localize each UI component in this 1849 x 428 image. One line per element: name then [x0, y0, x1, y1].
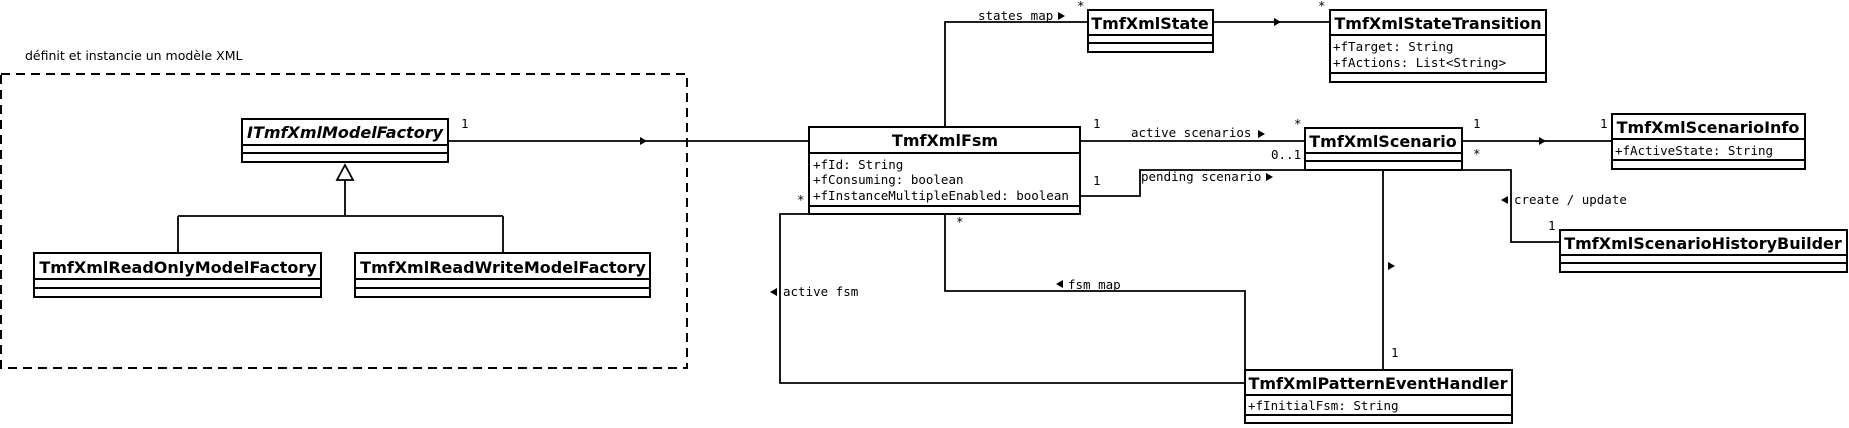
class-name: TmfXmlStateTransition	[1334, 14, 1541, 33]
direction-arrow-icon	[640, 137, 647, 145]
edge-active-fsm: active fsm *	[770, 192, 1245, 384]
direction-arrow-icon	[1058, 12, 1065, 20]
class-tmfxmlscenario[interactable]: TmfXmlScenario	[1304, 127, 1463, 171]
class-tmfxmlreadwritemodelfactory[interactable]: TmfXmlReadWriteModelFactory	[354, 252, 651, 298]
edge-fsm-map: fsm map *	[944, 214, 1246, 370]
attribute: +fInitialFsm: String	[1248, 398, 1399, 413]
edge-create-update: create / update * 1	[1462, 146, 1627, 243]
class-name: TmfXmlReadOnlyModelFactory	[39, 258, 317, 277]
direction-arrow-icon	[1274, 18, 1281, 26]
edge-label: create / update	[1514, 192, 1627, 207]
class-tmfxmlscenariohistorybuilder[interactable]: TmfXmlScenarioHistoryBuilder	[1559, 229, 1848, 273]
edge-states-map: states map *	[944, 0, 1088, 127]
multiplicity-label: *	[797, 192, 805, 207]
multiplicity-label: *	[1318, 0, 1326, 13]
direction-arrow-icon	[1056, 280, 1063, 288]
attribute: +fId: String	[813, 157, 903, 172]
multiplicity-label: *	[1077, 0, 1085, 13]
multiplicity-label: 0..1	[1271, 147, 1301, 162]
multiplicity-label: 1	[1548, 218, 1556, 233]
class-tmfxmlfsm[interactable]: TmfXmlFsm +fId: String +fConsuming: bool…	[808, 126, 1081, 215]
direction-arrow-icon	[1539, 137, 1546, 145]
edge-pending-scenario: pending scenario 1 0..1	[1080, 147, 1305, 197]
attribute: +fConsuming: boolean	[813, 172, 964, 187]
edge-label: active fsm	[783, 284, 858, 299]
direction-arrow-icon	[1501, 196, 1508, 204]
edge-label: fsm map	[1068, 277, 1121, 292]
edge-handler-scenario: 1	[1382, 170, 1399, 370]
direction-arrow-icon	[1258, 130, 1265, 138]
class-name: TmfXmlState	[1091, 14, 1209, 33]
multiplicity-label: *	[1473, 146, 1481, 161]
multiplicity-label: *	[1294, 116, 1302, 131]
multiplicity-label: 1	[461, 116, 469, 131]
attribute: +fInstanceMultipleEnabled: boolean	[813, 188, 1069, 203]
multiplicity-label: *	[956, 214, 964, 229]
package-label: définit et instancie un modèle XML	[25, 48, 242, 63]
attribute: +fActiveState: String	[1615, 143, 1773, 158]
class-tmfxmlstatetransition[interactable]: TmfXmlStateTransition +fTarget: String +…	[1329, 9, 1547, 83]
class-tmfxmlscenarioinfo[interactable]: TmfXmlScenarioInfo +fActiveState: String	[1611, 113, 1806, 170]
class-name: TmfXmlPatternEventHandler	[1248, 374, 1507, 393]
inheritance-triangle-icon	[335, 163, 355, 181]
direction-arrow-icon	[770, 288, 777, 296]
direction-arrow-icon	[1266, 173, 1273, 181]
class-itmfxmlmodelfactory[interactable]: ITmfXmlModelFactory	[241, 118, 449, 163]
direction-arrow-icon	[1388, 262, 1395, 270]
edge-label: states map	[978, 8, 1053, 23]
class-name: ITmfXmlModelFactory	[247, 123, 444, 142]
class-tmfxmlreadonlymodelfactory[interactable]: TmfXmlReadOnlyModelFactory	[33, 252, 322, 298]
package-frame	[0, 73, 688, 369]
class-name: TmfXmlReadWriteModelFactory	[360, 258, 646, 277]
edge-factory-fsm: 1	[448, 116, 809, 145]
multiplicity-label: 1	[1093, 116, 1101, 131]
multiplicity-label: 1	[1391, 345, 1399, 360]
class-name: TmfXmlScenarioHistoryBuilder	[1564, 234, 1842, 253]
multiplicity-label: 1	[1093, 173, 1101, 188]
multiplicity-label: 1	[1600, 116, 1608, 131]
class-name: TmfXmlFsm	[892, 131, 998, 150]
class-name: TmfXmlScenario	[1309, 132, 1456, 151]
generalization-edge	[177, 163, 504, 253]
edge-label: active scenarios	[1131, 125, 1251, 140]
class-tmfxmlpatterneventhandler[interactable]: TmfXmlPatternEventHandler +fInitialFsm: …	[1244, 369, 1513, 424]
edge-active-scenarios: active scenarios 1 *	[1080, 116, 1305, 142]
edge-label: pending scenario	[1141, 169, 1261, 184]
class-name: TmfXmlScenarioInfo	[1617, 118, 1800, 137]
attribute: +fTarget: String	[1333, 39, 1453, 54]
edge-scenario-info: 1 1	[1462, 116, 1612, 145]
multiplicity-label: 1	[1473, 116, 1481, 131]
edge-state-transition: *	[1213, 0, 1330, 26]
class-tmfxmlstate[interactable]: TmfXmlState	[1087, 9, 1214, 53]
attribute: +fActions: List<String>	[1333, 55, 1506, 70]
